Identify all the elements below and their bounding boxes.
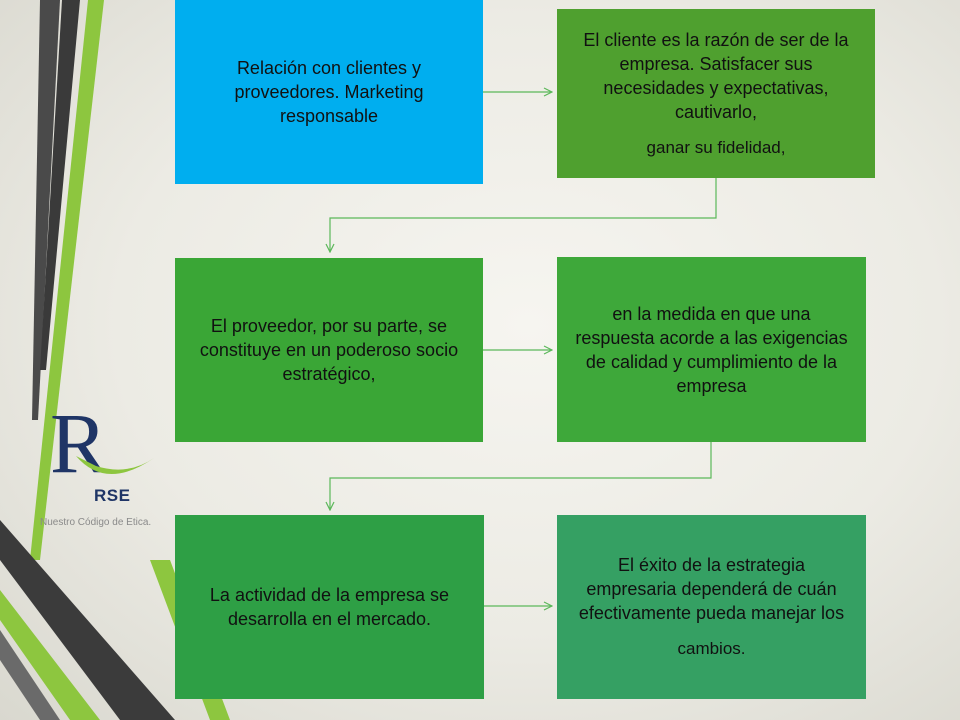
box-actividad-mercado: La actividad de la empresa se desarrolla… [175, 515, 484, 699]
box-exito-estrategia: El éxito de la estrategia empresaria dep… [557, 515, 866, 699]
box-text-continued: cambios. [677, 639, 746, 658]
box-text: El cliente es la razón de ser de la empr… [583, 29, 849, 122]
rse-logo: R RSE Nuestro Código de Etica. [36, 396, 176, 546]
stripe-grey-bottom [0, 630, 60, 720]
box-text: Relación con clientes y proveedores. Mar… [234, 58, 424, 126]
stripe-green-long [30, 0, 104, 560]
logo-swoosh-icon [76, 456, 154, 475]
box-text-continued: ganar su fidelidad, [646, 137, 786, 157]
box-respuesta-calidad: en la medida en que una respuesta acorde… [557, 257, 866, 442]
logo-mark-icon: R [50, 396, 154, 486]
logo-label: RSE [94, 486, 131, 505]
stripe-green-bottom [0, 590, 100, 720]
box-proveedor-socio: El proveedor, por su parte, se constituy… [175, 258, 483, 442]
box-relacion-clientes: Relación con clientes y proveedores. Mar… [175, 0, 483, 184]
box-text: El éxito de la estrategia empresaria dep… [578, 555, 845, 623]
box-text: El proveedor, por su parte, se constituy… [199, 316, 459, 384]
box-text: en la medida en que una respuesta acorde… [575, 303, 848, 396]
box-text: La actividad de la empresa se desarrolla… [209, 585, 450, 629]
stripe-dark-bottom [0, 520, 175, 720]
stripe-dark-top [40, 0, 80, 370]
box-cliente-razon: El cliente es la razón de ser de la empr… [557, 9, 875, 178]
logo-letter: R [50, 396, 108, 486]
logo-tagline: Nuestro Código de Etica. [40, 517, 152, 528]
stripe-dark-left [32, 0, 60, 420]
